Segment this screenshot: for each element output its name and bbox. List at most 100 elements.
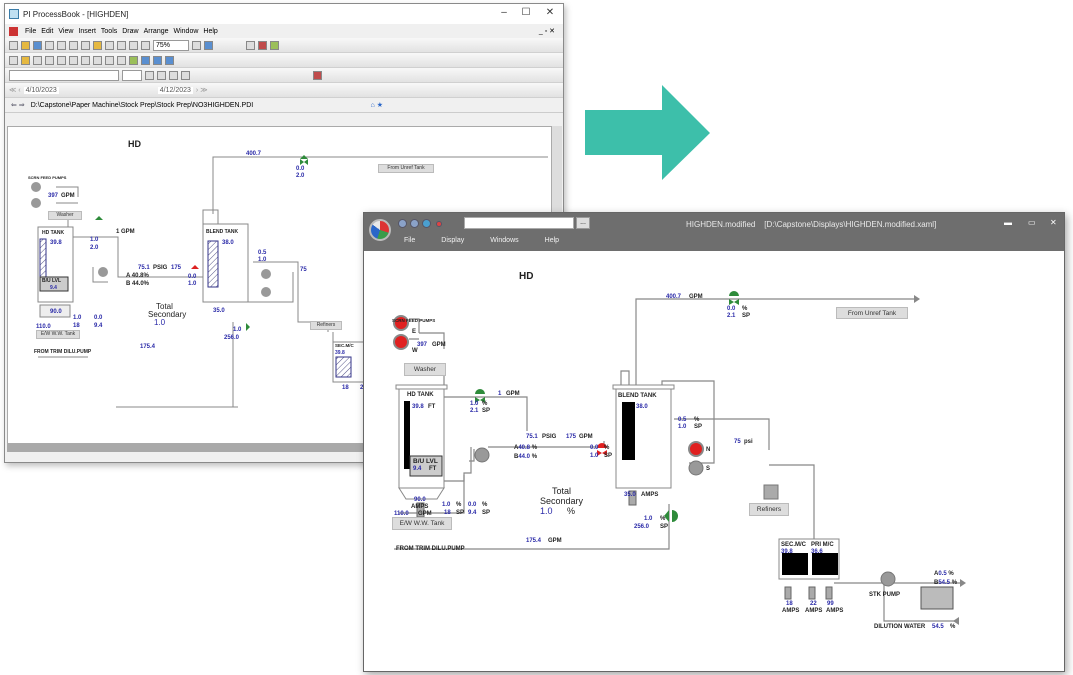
select-icon[interactable] — [9, 55, 18, 65]
red-valve-sp-unit: SP — [604, 453, 613, 459]
rotate-icon[interactable] — [313, 70, 322, 80]
menu-view[interactable]: View — [58, 27, 74, 35]
old-top-flow: 400.7 — [246, 151, 262, 157]
forward-icon[interactable] — [410, 219, 419, 228]
italic-icon[interactable] — [157, 70, 166, 80]
redo-icon[interactable] — [117, 40, 126, 50]
time-nav-forward-icon[interactable]: › ≫ — [195, 87, 208, 94]
old-refiners-box[interactable]: Refiners — [310, 321, 342, 330]
back-icon[interactable] — [398, 219, 407, 228]
psi-unit: psi — [744, 439, 753, 445]
old-pump-e-icon — [31, 182, 41, 192]
zoom-icon[interactable] — [129, 40, 138, 50]
connector-icon[interactable] — [117, 55, 126, 65]
end-date[interactable]: 4/12/2023 — [157, 86, 193, 94]
ellipse-icon[interactable] — [69, 55, 78, 65]
align-icon[interactable] — [181, 70, 190, 80]
old-mid1-pct: 1.0 — [73, 315, 82, 321]
refiners-box[interactable]: Refiners — [749, 503, 789, 516]
menu-insert[interactable]: Insert — [78, 27, 96, 35]
stop-icon[interactable] — [436, 221, 442, 227]
arc-icon[interactable] — [81, 55, 90, 65]
button-icon[interactable] — [57, 55, 66, 65]
paste-icon[interactable] — [93, 40, 102, 50]
browse-button[interactable]: ... — [576, 217, 590, 229]
menu-draw[interactable]: Draw — [122, 27, 139, 35]
window-icon[interactable] — [192, 40, 201, 50]
old-amp18: 18 — [342, 385, 349, 391]
help-icon[interactable] — [204, 40, 213, 50]
menu-edit[interactable]: Edit — [41, 27, 54, 35]
address-path[interactable]: D:\Capstone\Paper Machine\Stock Prep\Sto… — [30, 101, 254, 109]
back-forward-icon[interactable]: ⇐ ⇒ — [11, 102, 25, 109]
preview-icon[interactable] — [57, 40, 66, 50]
new-icon[interactable] — [9, 40, 18, 50]
font-select[interactable] — [9, 69, 119, 81]
image-icon[interactable] — [165, 55, 174, 65]
old-feed-flow: 397 — [48, 193, 59, 199]
one-gpm-val: 1 — [498, 391, 502, 397]
symbol-icon[interactable] — [105, 55, 114, 65]
value-icon[interactable] — [93, 55, 102, 65]
time-nav-back-icon[interactable]: ≪ ‹ — [9, 87, 21, 94]
amps-label-2: AMPS — [805, 608, 823, 614]
minimize-button[interactable]: – — [501, 7, 507, 18]
xy-plot-icon[interactable] — [153, 55, 162, 65]
ew-tank-box[interactable]: E/W W.W. Tank — [392, 517, 452, 530]
new-close-button[interactable]: ✕ — [1050, 218, 1057, 227]
old-horizontal-scrollbar[interactable] — [7, 444, 552, 452]
size-select[interactable] — [122, 69, 142, 81]
new-menu-windows[interactable]: Windows — [490, 237, 519, 244]
old-pump-n-icon — [261, 269, 271, 279]
open-icon[interactable] — [21, 40, 30, 50]
old-ew-tank-box[interactable]: E/W W.W. Tank — [36, 330, 80, 339]
close-button[interactable]: ✕ — [545, 7, 555, 18]
menu-tools[interactable]: Tools — [100, 27, 118, 35]
app-logo-icon[interactable] — [369, 219, 391, 241]
valve1-sp-unit: SP — [482, 408, 491, 414]
save-icon[interactable] — [33, 40, 42, 50]
bar-icon[interactable] — [141, 55, 150, 65]
bold-icon[interactable] — [145, 70, 154, 80]
new-menu-file[interactable]: File — [404, 237, 416, 244]
rectangle-icon[interactable] — [45, 55, 54, 65]
maximize-button[interactable]: ☐ — [521, 7, 531, 18]
print-icon[interactable] — [45, 40, 54, 50]
washer-box[interactable]: Washer — [404, 363, 446, 376]
old-flow175: 175 — [171, 265, 182, 271]
start-date[interactable]: 4/10/2023 — [23, 86, 59, 94]
new-menu-help[interactable]: Help — [544, 237, 560, 244]
home-icon[interactable]: ⌂ ★ — [370, 102, 383, 109]
build-icon[interactable] — [258, 40, 267, 50]
grid-icon[interactable] — [141, 40, 150, 50]
menu-window[interactable]: Window — [173, 27, 199, 35]
copy-icon[interactable] — [81, 40, 90, 50]
run-mode-icon[interactable] — [21, 55, 30, 65]
mdi-doc-icon[interactable] — [9, 26, 18, 36]
trend-draw-icon[interactable] — [129, 55, 138, 65]
old-valve-top-icon — [300, 155, 308, 165]
mdi-controls[interactable]: _ ▫ ✕ — [538, 28, 555, 35]
display-icon[interactable] — [246, 40, 255, 50]
undo-icon[interactable] — [105, 40, 114, 50]
address-input[interactable] — [464, 217, 574, 229]
trend-icon[interactable] — [270, 40, 279, 50]
old-washer-box[interactable]: Washer — [48, 211, 82, 220]
menu-help[interactable]: Help — [203, 27, 218, 35]
new-minimize-button[interactable]: ▬ — [1004, 218, 1012, 227]
dilution-water-unit: % — [950, 624, 956, 630]
green-valve-pct-unit: % — [660, 516, 666, 522]
old-red-valve-pct: 0.0 — [188, 274, 197, 280]
old-from-unref-box[interactable]: From Unref Tank — [378, 164, 434, 173]
new-menu-display[interactable]: Display — [441, 237, 465, 244]
zoom-select[interactable]: 75% — [153, 39, 189, 51]
from-unref-tank-box[interactable]: From Unref Tank — [836, 307, 908, 319]
cut-icon[interactable] — [69, 40, 78, 50]
underline-icon[interactable] — [169, 70, 178, 80]
old-a-val: A 40.8% — [126, 273, 149, 279]
menu-file[interactable]: File — [25, 27, 37, 35]
refresh-icon[interactable] — [422, 219, 431, 228]
line-icon[interactable] — [33, 55, 42, 65]
menu-arrange[interactable]: Arrange — [143, 27, 169, 35]
new-maximize-button[interactable]: ▭ — [1028, 218, 1036, 227]
